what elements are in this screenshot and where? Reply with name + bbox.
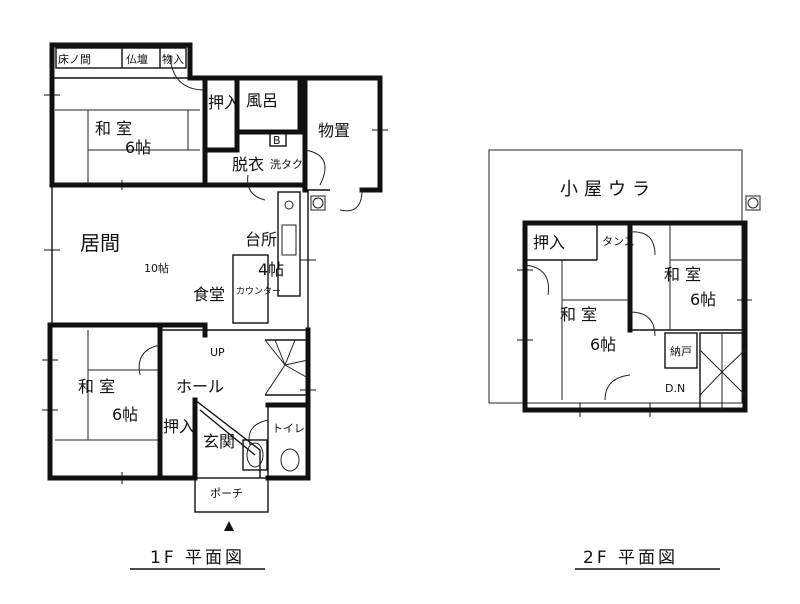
f1-grid-ticks — [42, 94, 388, 484]
f2-door-swing-left — [604, 374, 631, 401]
f1-dining-counter — [232, 254, 269, 324]
f2-door-swing-right — [629, 311, 656, 337]
f1-toilet-bowl — [280, 448, 300, 472]
f1-washitsu-bottom-north — [47, 322, 208, 338]
f2-meter-icon — [747, 197, 759, 209]
f1-label-hall: ホール — [176, 377, 224, 396]
f1-label-tokonoma: 床ノ間 — [58, 52, 91, 66]
f1-door-swing-east — [339, 189, 363, 212]
f1-label-toilet: トイレ — [272, 422, 305, 435]
f1-label-daidokoro: 台所 — [245, 230, 277, 249]
f1-boiler-box — [269, 132, 287, 147]
f1-label-sentaku: 洗タク — [270, 158, 303, 171]
f1-meter-box — [310, 195, 326, 211]
f1-cabinet-basin — [246, 442, 264, 468]
f1-label-genkan: 玄関 — [203, 432, 235, 451]
f1-label-counter: カウンター — [236, 286, 281, 297]
f1-door-swing-washitsu — [138, 344, 161, 376]
f2-stair-outline — [699, 332, 746, 411]
f2-label-oshiire: 押入 — [533, 233, 565, 252]
f1-label-monooki: 物置 — [318, 121, 350, 140]
f1-stair-outline — [265, 339, 309, 396]
f2-label-tansu: タンス — [602, 235, 635, 248]
f1-genkan-step — [194, 399, 261, 478]
f1-shoe-cabinet — [242, 439, 268, 471]
floor1-plan — [42, 42, 388, 531]
f1-stair-treads — [264, 339, 309, 396]
f1-kitchen-sink — [281, 224, 297, 256]
f1-kitchen-counter — [277, 191, 301, 297]
f1-label-washitsu-top: 和 室 — [95, 119, 132, 138]
f1-label-butsudan: 仏壇 — [126, 52, 148, 66]
f1-label-washitsu-bottom-size: 6帖 — [112, 405, 138, 424]
f1-meter-icon — [312, 197, 324, 209]
f2-label-washitsu-right: 和 室 — [664, 265, 701, 284]
f1-label-up: UP — [210, 346, 225, 359]
f2-label-dn: D.N — [665, 382, 685, 395]
f1-door-swing-oshiire — [169, 54, 206, 91]
floor2-labels: 小屋ウラ 押入 タンス 和 室 6帖 和 室 6帖 納戸 D.N 2F 平面図 — [533, 179, 716, 568]
f1-door-swing-monooki — [304, 149, 326, 186]
f2-label-washitsu-left: 和 室 — [560, 305, 597, 324]
f1-label-oshiire-bottom: 押入 — [163, 417, 195, 436]
f1-label-boiler: B — [273, 134, 281, 147]
f1-stove-burner — [284, 200, 294, 210]
f2-label-washitsu-left-size: 6帖 — [590, 335, 616, 354]
f1-wall-west-bottom — [47, 322, 163, 481]
f1-label-ima: 居間 — [80, 231, 120, 255]
entrance-arrow-icon — [224, 521, 234, 531]
f1-label-washitsu-top-size: 6帖 — [125, 138, 151, 157]
f1-label-porch: ポーチ — [210, 487, 243, 500]
f1-label-daidokoro-size: 4帖 — [258, 260, 284, 279]
f2-label-attic: 小屋ウラ — [560, 179, 656, 200]
f1-wall-north — [49, 42, 383, 193]
f1-label-washitsu-bottom: 和 室 — [78, 377, 115, 396]
f1-label-monoire: 物入 — [162, 52, 184, 66]
f1-genkan-step-2 — [199, 409, 256, 456]
f1-label-furo: 風呂 — [246, 91, 278, 110]
f2-nando-box — [664, 332, 698, 369]
f1-label-shokudo: 食堂 — [193, 285, 225, 304]
f1-porch — [194, 477, 269, 513]
f1-caption: 1F 平面図 — [150, 548, 245, 568]
f2-caption: 2F 平面図 — [583, 548, 678, 568]
f2-label-washitsu-right-size: 6帖 — [690, 290, 716, 309]
f1-label-ima-size: 10帖 — [144, 262, 169, 275]
f1-label-oshiire-top: 押入 — [208, 93, 240, 112]
f2-door-swing-tansu — [629, 231, 656, 256]
f1-wall-east — [307, 189, 330, 330]
f2-stair-treads — [699, 333, 746, 410]
f1-tokonoma-box — [55, 47, 187, 69]
f2-meter-box — [745, 195, 761, 211]
floor1-labels: 床ノ間 仏壇 物入 和 室 6帖 押入 風呂 B 脱衣 洗タク 物置 居間 10… — [58, 52, 350, 568]
f2-grid-ticks — [517, 269, 752, 417]
f1-label-datsui: 脱衣 — [232, 155, 264, 174]
f1-door-swing-datsui — [247, 174, 266, 201]
f2-attic-outline — [488, 149, 743, 404]
f2-door-swing-oshiire — [524, 264, 550, 296]
floor2-plan — [488, 149, 761, 417]
f1-door-swing-toilet — [248, 419, 269, 446]
f2-label-nando: 納戸 — [670, 345, 692, 358]
